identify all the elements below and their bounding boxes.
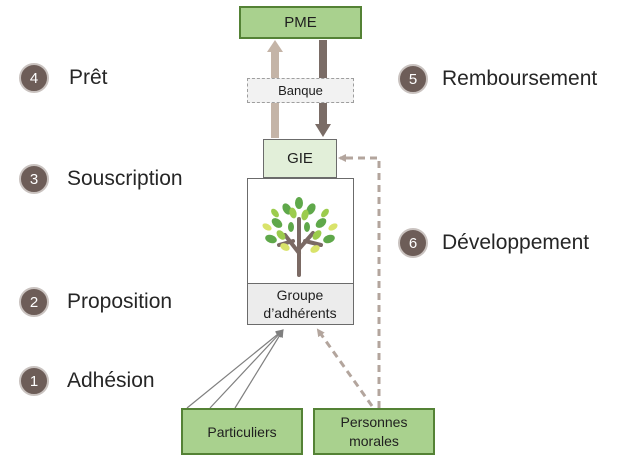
step-label: Prêt	[69, 66, 108, 89]
groupe-box: Groupe d’adhérents	[246, 283, 354, 325]
step-label: Proposition	[67, 290, 173, 313]
step-remboursement: 5 Remboursement	[398, 64, 597, 94]
personnes-morales-dashed-arrow	[316, 328, 374, 407]
step-number-badge: 1	[19, 366, 49, 396]
step-number-badge: 4	[19, 63, 49, 93]
banque-label: Banque	[278, 83, 323, 98]
step-number-badge: 5	[398, 64, 428, 94]
groupe-container: Groupe d’adhérents	[246, 178, 354, 325]
personnes-morales-box: Personnes morales	[313, 408, 435, 455]
pme-label: PME	[284, 14, 317, 31]
tree-icon	[262, 197, 338, 277]
step-proposition: 2 Proposition	[19, 287, 172, 317]
particuliers-box: Particuliers	[181, 408, 303, 455]
step-label: Adhésion	[67, 369, 155, 392]
step-adhesion: 1 Adhésion	[19, 366, 155, 396]
step-label: Remboursement	[442, 67, 598, 90]
personnes-morales-label: Personnes morales	[340, 414, 408, 449]
step-pret: 4 Prêt	[19, 63, 108, 93]
development-dashed-arrow	[338, 154, 381, 408]
banque-box: Banque	[247, 78, 354, 103]
step-label: Souscription	[67, 167, 183, 190]
step-developpement: 6 Développement	[398, 228, 589, 258]
groupe-label: Groupe d’adhérents	[263, 286, 337, 321]
gie-label: GIE	[287, 150, 313, 167]
gie-box: GIE	[263, 139, 337, 178]
particuliers-label: Particuliers	[207, 423, 277, 440]
particuliers-arrows	[186, 329, 284, 409]
pme-box: PME	[239, 6, 362, 39]
step-number-badge: 3	[19, 164, 49, 194]
step-number-badge: 6	[398, 228, 428, 258]
step-souscription: 3 Souscription	[19, 164, 183, 194]
step-number-badge: 2	[19, 287, 49, 317]
step-label: Développement	[442, 231, 590, 254]
